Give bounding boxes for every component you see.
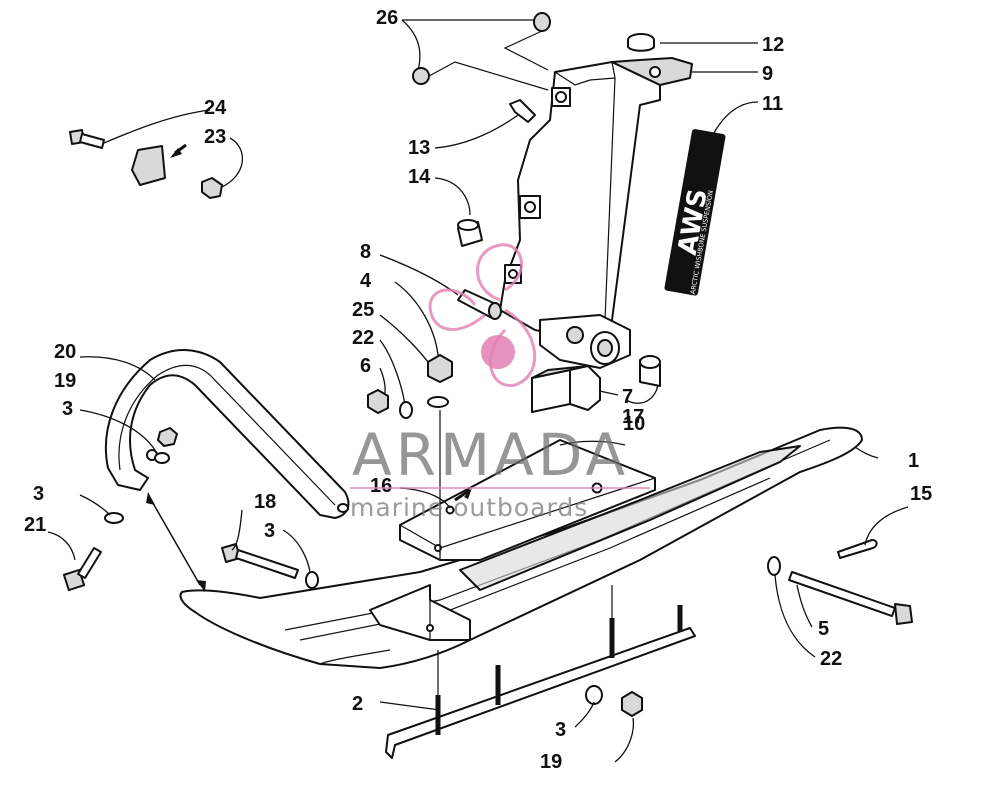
watermark: ARMADA marine outboards [350,243,650,522]
block-part-7 [531,365,601,413]
callout-3c: 3 [264,520,275,542]
callout-3d: 3 [555,719,566,741]
callout-9: 9 [762,63,773,85]
callout-19b: 19 [540,751,562,773]
spindle-part [499,57,693,369]
callout-16: 16 [370,475,392,497]
callout-3a: 3 [62,398,73,420]
watermark-brand: ARMADA [352,421,629,489]
ski-body-block [369,584,471,641]
callout-2: 2 [352,693,363,715]
callout-23: 23 [204,126,226,148]
callout-6: 6 [360,355,371,377]
callout-12: 12 [762,34,784,56]
callout-20: 20 [54,341,76,363]
wear-bar-part [385,585,696,759]
nut-part-4 [427,354,453,408]
callout-7: 7 [622,386,633,408]
callout-17: 17 [622,406,644,428]
bushing-part-26 [412,12,551,91]
callout-19a: 19 [54,370,76,392]
cap-part-12 [627,33,655,52]
callout-26: 26 [376,7,398,29]
leader-lines [47,19,909,763]
callout-5: 5 [818,618,829,640]
callout-8: 8 [360,241,371,263]
nut-part-6 [367,389,413,419]
ski-handle-loop [104,349,350,519]
callout-24: 24 [204,97,227,119]
bushing-part-14 [457,219,483,247]
callout-15: 15 [910,483,932,505]
callout-25: 25 [352,299,374,321]
callout-10: 10 [623,413,645,435]
callout-13: 13 [408,137,430,159]
callout-18: 18 [254,491,276,513]
callout-21: 21 [24,514,46,536]
bolt-part-5 [767,539,913,625]
nut-part-19b [585,685,643,717]
aws-decal: AWS ARCTIC WISHBONE SUSPENSION [664,129,726,296]
watermark-logo-icon [428,243,537,387]
callout-11: 11 [762,93,783,115]
watermark-tagline: marine outboards [350,493,588,522]
grease-fitting-13 [509,99,536,123]
bolt-part-24 [69,129,223,199]
bushing-part-10 [639,355,661,387]
nut-part-19a [154,427,178,464]
bolt-part-21 [62,512,124,592]
bolt-part-18 [221,543,319,589]
callout-22a: 22 [352,327,374,349]
callout-1: 1 [908,450,919,472]
callout-3b: 3 [33,483,44,505]
callout-4: 4 [360,270,372,292]
assembly-arrow [146,492,206,592]
callout-22b: 22 [820,648,842,670]
callout-labels: 1 2 3 3 3 3 4 5 6 7 8 9 10 11 12 13 14 1… [24,7,932,773]
callout-14: 14 [408,166,431,188]
